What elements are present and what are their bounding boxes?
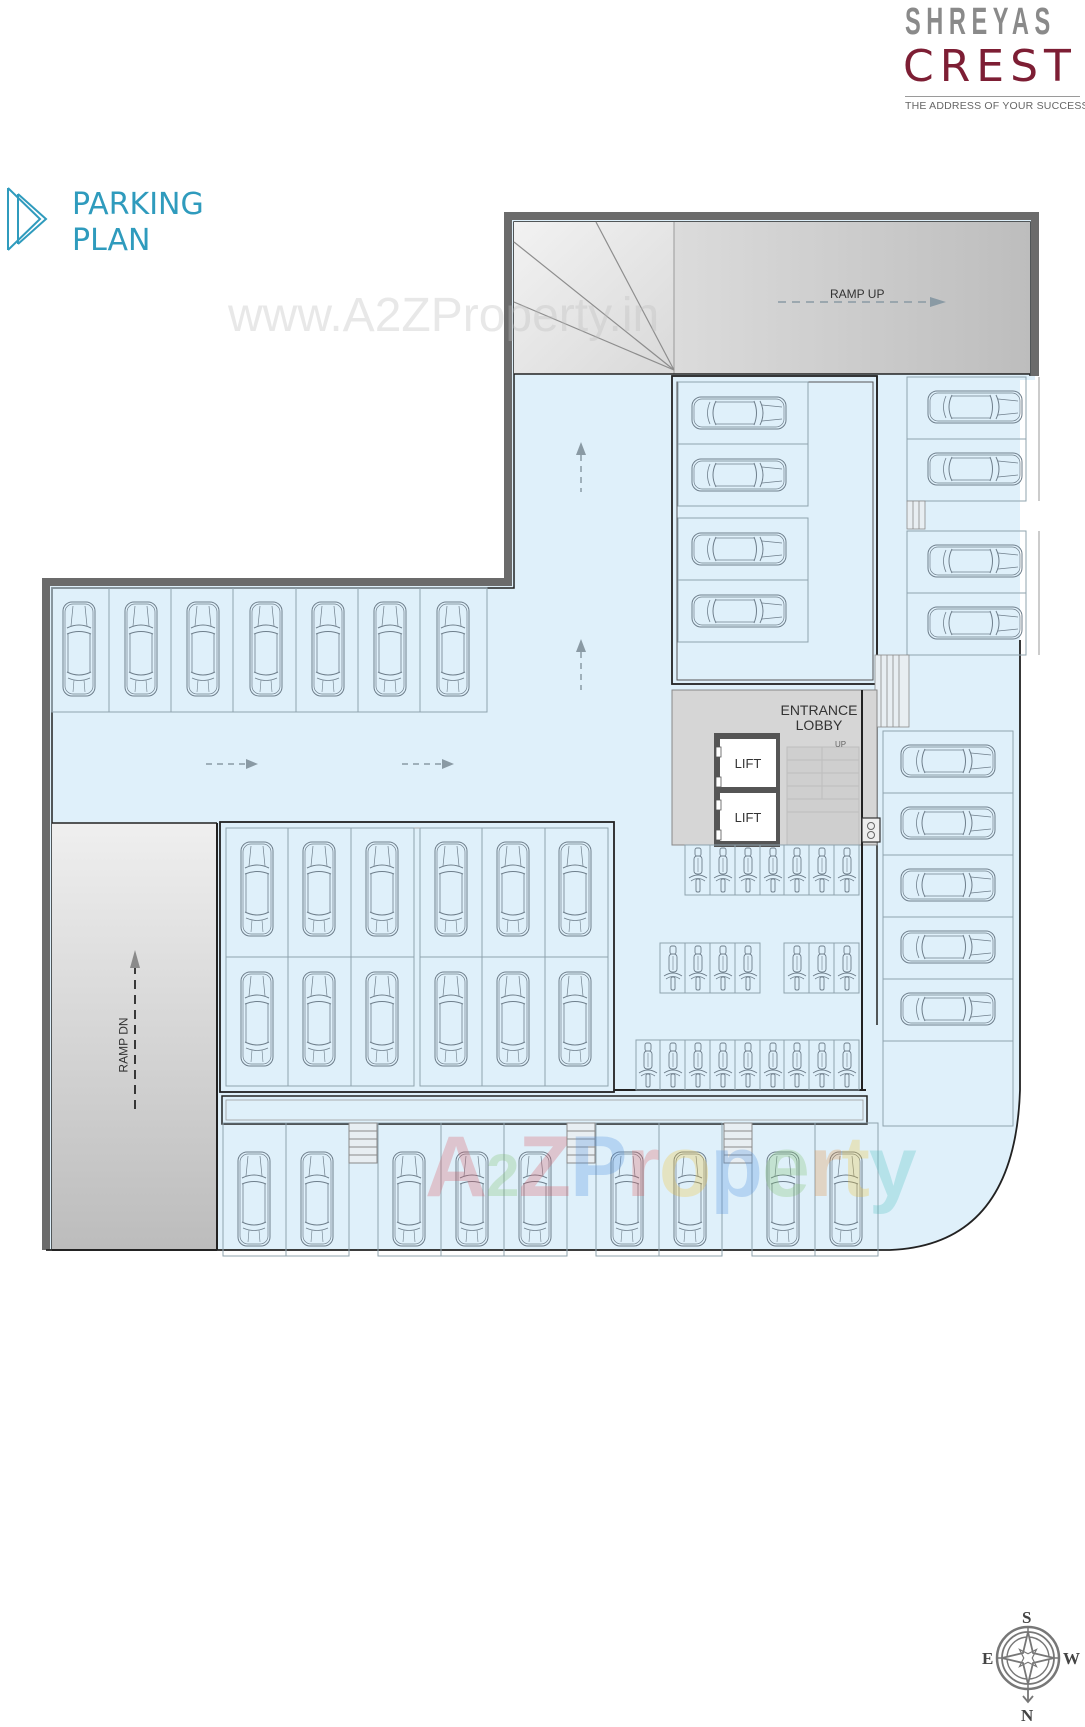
watermark-letter: 2 xyxy=(486,1142,519,1209)
bike-row-2 xyxy=(659,942,860,994)
compass-rose-icon xyxy=(995,1625,1061,1704)
brand-name-crest: CREST xyxy=(903,41,1077,92)
lift-2-label: LIFT xyxy=(734,810,762,825)
ramp-down-label: RAMP DN xyxy=(116,1017,131,1073)
page-title: PARKING PLAN xyxy=(72,187,204,259)
double-chevron-right-icon xyxy=(7,187,48,251)
lift-1-label: LIFT xyxy=(734,756,762,771)
watermark-website: www.A2ZProperty.in xyxy=(228,289,660,342)
entrance-lobby-label: ENTRANCE LOBBY xyxy=(780,703,858,733)
bike-row-3 xyxy=(635,1039,860,1091)
entrance-lobby-label-line1: ENTRANCE xyxy=(780,702,858,718)
page-title-line1: PARKING xyxy=(72,187,204,222)
entrance-lobby xyxy=(671,689,881,847)
compass-north-label: N xyxy=(1021,1706,1034,1725)
brand-divider xyxy=(905,96,1080,97)
two-wheeler-area xyxy=(614,844,866,1091)
brand-logo: SHREYAS CREST THE ADDRESS OF YOUR SUCCES… xyxy=(903,2,1085,112)
car-row-bottom xyxy=(222,1122,879,1257)
ramp-up-label: RAMP UP xyxy=(830,287,885,301)
watermark-letter: o xyxy=(658,1119,712,1215)
watermark-letter: r xyxy=(808,1119,842,1215)
stair-up-label: UP xyxy=(835,740,847,749)
page-title-line2: PLAN xyxy=(72,223,151,258)
watermark-letter: t xyxy=(841,1119,870,1215)
watermark-letter: P xyxy=(570,1119,627,1215)
ramp-down-area xyxy=(52,823,217,1250)
car-column-east-lower xyxy=(882,730,1014,1127)
traffic-arrows xyxy=(206,442,586,769)
watermark-letter: Z xyxy=(518,1119,571,1215)
watermark-letter: e xyxy=(761,1119,810,1215)
brand-tagline: THE ADDRESS OF YOUR SUCCESS xyxy=(905,100,1085,112)
compass-west-label: W xyxy=(1063,1649,1080,1668)
watermark-letter: A xyxy=(425,1119,487,1215)
entrance-lobby-label-line2: LOBBY xyxy=(795,717,843,733)
car-row-top-left xyxy=(51,587,488,713)
watermark-letter: r xyxy=(626,1119,659,1215)
watermark-letter: y xyxy=(868,1119,917,1215)
compass-south-label: S xyxy=(1022,1608,1032,1627)
car-block-central xyxy=(219,821,615,1093)
watermark-logo: A2ZProperty xyxy=(425,1118,917,1217)
compass-east-label: E xyxy=(982,1649,994,1668)
bike-row-1 xyxy=(684,844,860,896)
watermark-letter: p xyxy=(710,1119,763,1215)
